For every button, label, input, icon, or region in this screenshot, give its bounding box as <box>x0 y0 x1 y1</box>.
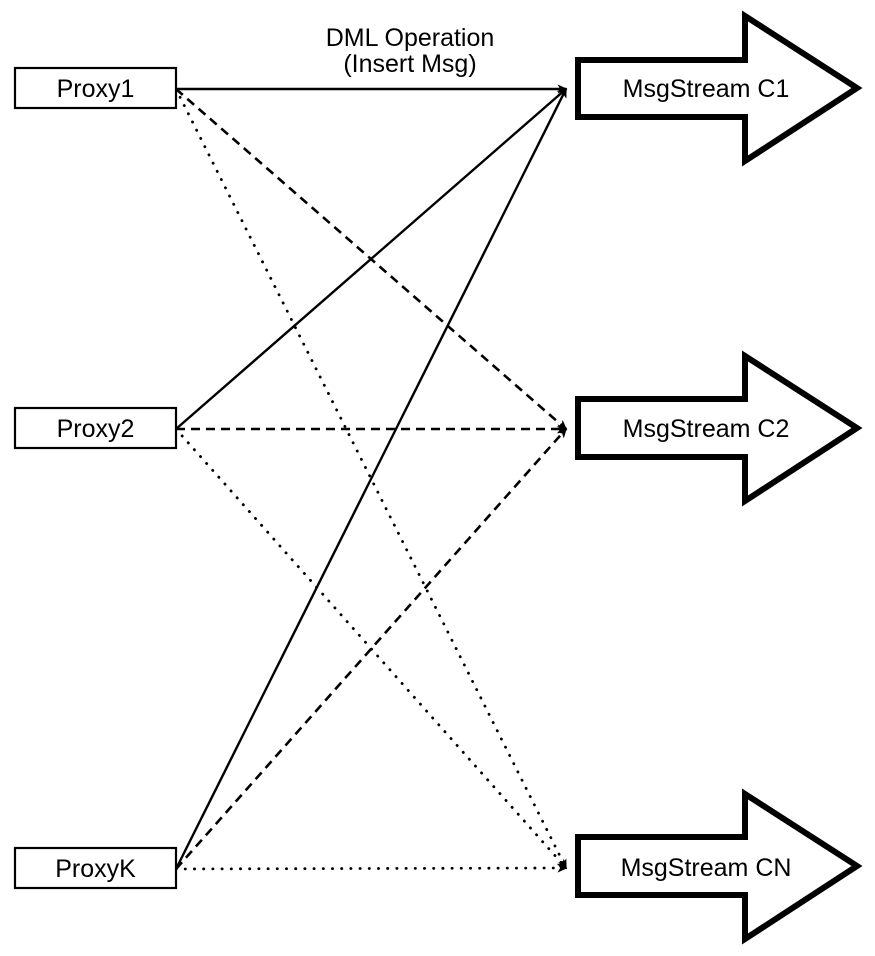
block-arrow-icon <box>575 350 863 507</box>
proxy-label: Proxy2 <box>57 415 135 443</box>
proxy-box <box>13 846 178 890</box>
stream-node-msgstream-cn[interactable]: MsgStream CN <box>575 788 863 945</box>
stream-node-msgstream-c2[interactable]: MsgStream C2 <box>575 350 863 507</box>
proxy-node-proxy1[interactable]: Proxy1 <box>13 66 178 110</box>
proxy-node-proxyk[interactable]: ProxyK <box>13 846 178 890</box>
stream-label: MsgStream CN <box>621 854 792 882</box>
connection-proxyk-to-c1 <box>174 87 568 870</box>
proxy-label: ProxyK <box>55 855 136 883</box>
streams-layer: MsgStream C1 MsgStream C2 MsgStream CN <box>575 10 863 945</box>
proxy-label: Proxy1 <box>57 75 135 103</box>
block-arrow-icon <box>575 10 863 167</box>
connection-proxy1-to-cn <box>174 87 568 870</box>
block-arrow-icon <box>575 788 863 945</box>
stream-label: MsgStream C1 <box>623 75 790 103</box>
proxy-box <box>13 66 178 110</box>
annotation-line-2: (Insert Msg) <box>343 50 476 78</box>
annotation-line-1: DML Operation <box>326 24 495 52</box>
stream-label: MsgStream C2 <box>623 415 790 443</box>
connection-proxy2-to-cn <box>174 427 568 870</box>
proxy-box <box>13 406 178 450</box>
edge-annotation: DML Operation (Insert Msg) <box>326 24 495 78</box>
proxy-node-proxy2[interactable]: Proxy2 <box>13 406 178 450</box>
connection-proxyk-to-c2 <box>175 427 567 870</box>
connection-proxy2-to-c1 <box>175 88 568 430</box>
stream-node-msgstream-c1[interactable]: MsgStream C1 <box>575 10 863 167</box>
connections-layer <box>174 84 568 873</box>
connection-proxyk-to-cn <box>174 863 568 873</box>
